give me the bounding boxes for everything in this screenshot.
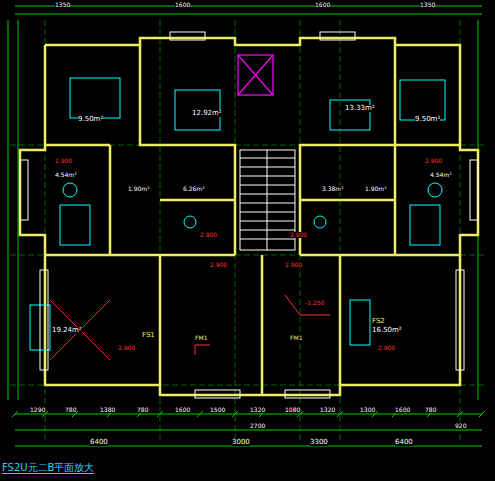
elevator-shaft <box>238 55 273 95</box>
stair-tread <box>240 230 295 231</box>
plan-label: FS2 <box>372 318 385 325</box>
plan-label: 16.50m² <box>372 327 402 334</box>
plan-label: 9.50m² <box>78 116 103 123</box>
plan-label: 3.38m² <box>322 186 344 192</box>
plan-label: 6400 <box>90 439 108 446</box>
dimension-tick <box>197 411 203 417</box>
plan-label: 2.900 <box>290 232 307 238</box>
plan-label: 2.900 <box>285 262 302 268</box>
dimension-lines <box>8 6 482 446</box>
plan-label: FM1 <box>195 335 207 341</box>
plan-label: 1600 <box>175 2 190 8</box>
plan-label: 1380 <box>100 407 115 413</box>
stair-tread <box>240 176 295 177</box>
stair-tread <box>240 194 295 195</box>
plan-label: 1300 <box>360 407 375 413</box>
plan-label: 780 <box>137 407 148 413</box>
plan-label: 780 <box>425 407 436 413</box>
walls <box>20 38 478 395</box>
plan-label: 1080 <box>285 407 300 413</box>
stair-tread <box>240 203 295 204</box>
plan-label: 2.900 <box>55 158 72 164</box>
plan-label: 2.900 <box>425 158 442 164</box>
plan-label: 9.50m² <box>415 116 440 123</box>
plan-label: 13.33m² <box>345 105 375 112</box>
stair-tread <box>240 158 295 159</box>
plan-label: 6400 <box>395 439 413 446</box>
plan-label: 2.900 <box>210 262 227 268</box>
stair-tread <box>240 221 295 222</box>
plan-label: 780 <box>65 407 76 413</box>
stair-tread <box>240 167 295 168</box>
windows <box>20 32 478 398</box>
plan-label: FS1 <box>142 332 155 339</box>
plan-label: 1600 <box>395 407 410 413</box>
plan-label: 920 <box>455 423 466 429</box>
stair <box>240 150 295 250</box>
callout-leaders <box>50 295 330 360</box>
axis-lines <box>10 20 485 440</box>
drawing-caption: FS2U元二B平面放大 <box>2 462 94 474</box>
plan-label: 3300 <box>310 439 328 446</box>
dimension-tick <box>479 411 485 417</box>
plan-label: 4.54m² <box>430 172 452 178</box>
plan-label: 2.900 <box>378 345 395 351</box>
plan-label: 1600 <box>175 407 190 413</box>
stair-tread <box>240 212 295 213</box>
plan-label: 19.24m² <box>52 327 82 334</box>
plan-label: FM1 <box>290 335 302 341</box>
stair-tread <box>240 239 295 240</box>
plan-label: 2.900 <box>200 232 217 238</box>
dimension-ticks <box>12 411 485 417</box>
plan-label: 1290 <box>30 407 45 413</box>
plan-label: 2.900 <box>118 345 135 351</box>
plan-label: 12.92m² <box>192 110 222 117</box>
plan-label: 1320 <box>320 407 335 413</box>
plan-label: 1320 <box>250 407 265 413</box>
plan-label: 1500 <box>210 407 225 413</box>
stair-tread <box>240 185 295 186</box>
plan-label: 4.54m² <box>55 172 77 178</box>
plan-label: 3000 <box>232 439 250 446</box>
plan-label: 1600 <box>315 2 330 8</box>
plan-label: 1350 <box>420 2 435 8</box>
plan-label: 1.90m² <box>128 186 150 192</box>
plan-label: 2700 <box>250 423 265 429</box>
plan-label: 1.90m² <box>365 186 387 192</box>
dimension-tick <box>12 411 18 417</box>
plan-label: 6.26m² <box>183 186 205 192</box>
plan-label: -1.250 <box>305 300 324 306</box>
furniture <box>30 78 445 350</box>
plan-label: 1350 <box>55 2 70 8</box>
